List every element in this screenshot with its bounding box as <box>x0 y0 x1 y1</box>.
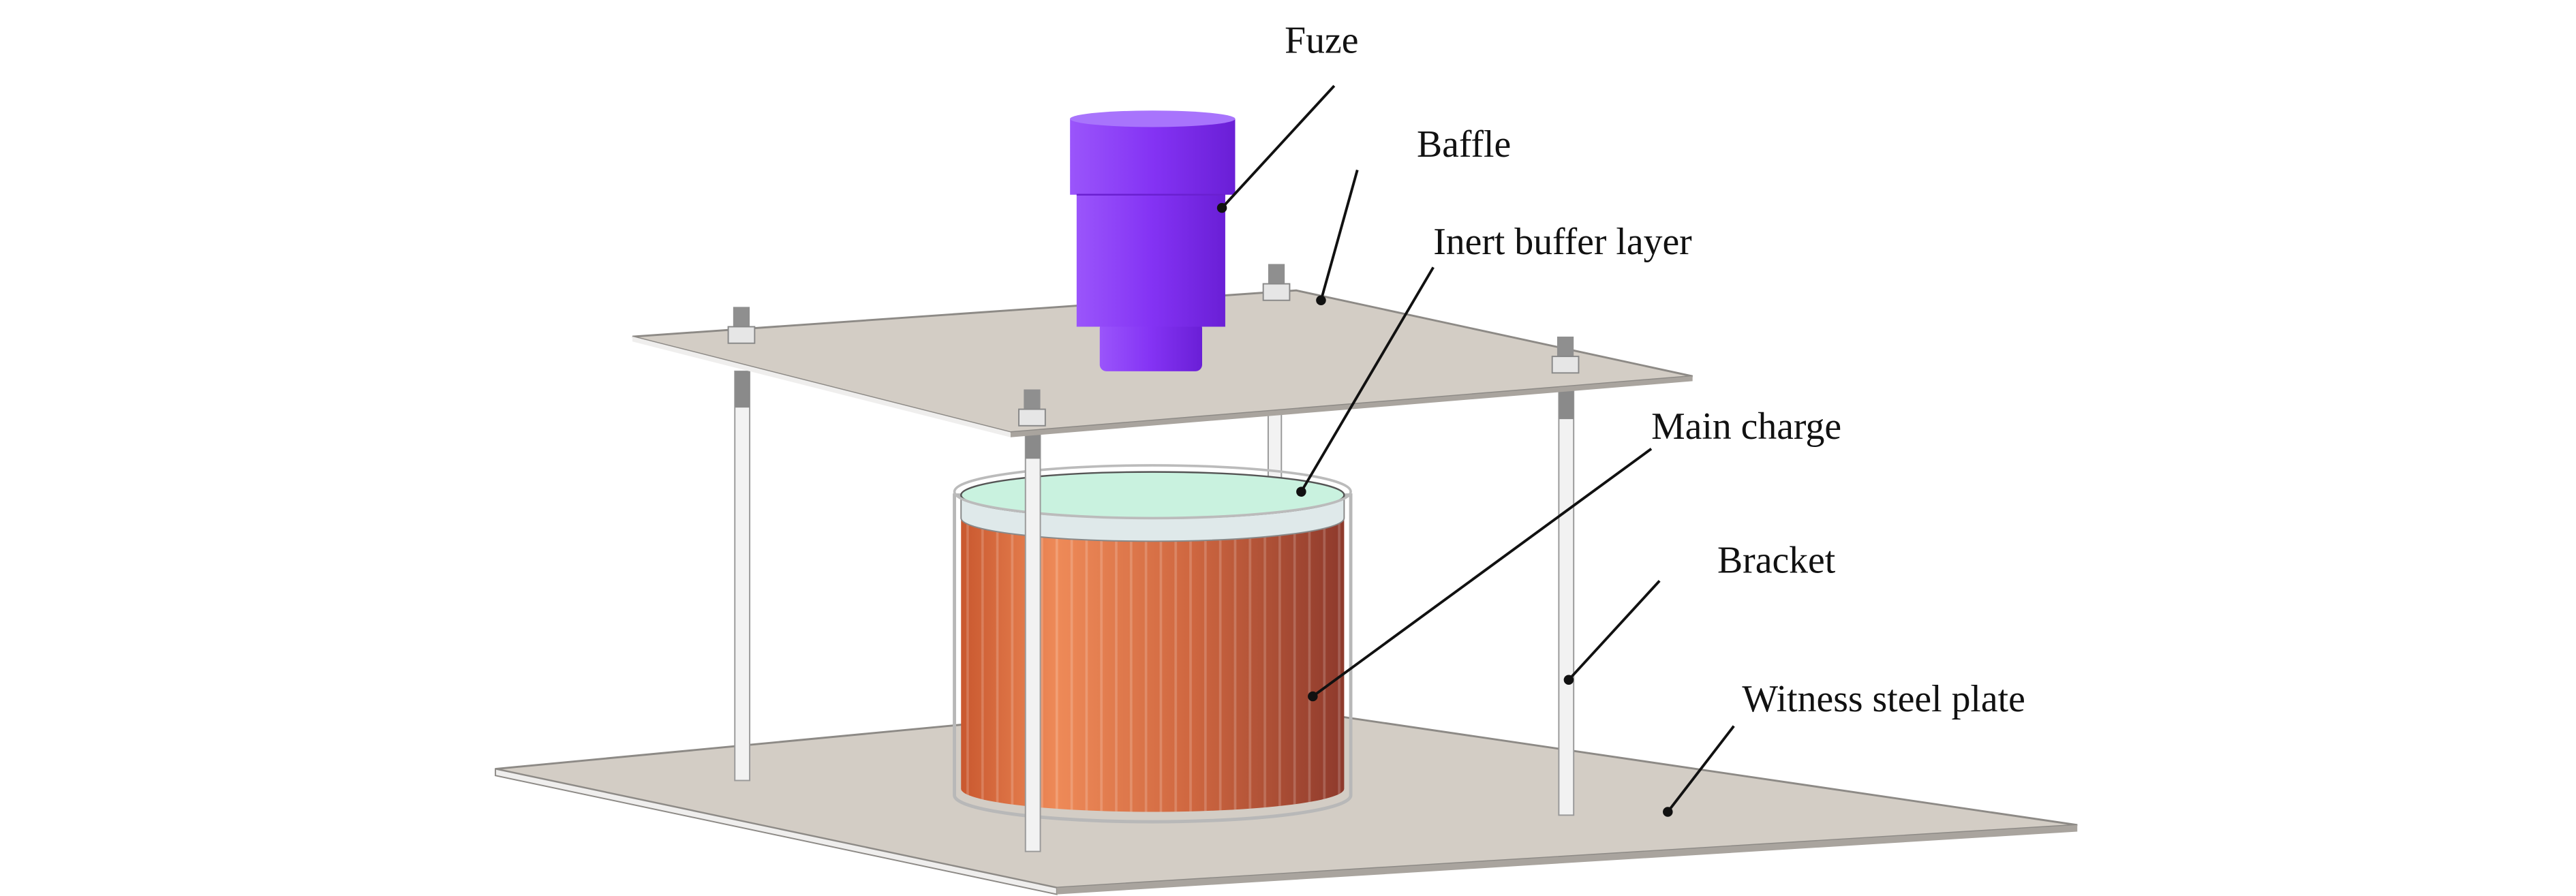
label-bracket: Bracket <box>1717 539 1836 581</box>
label-fuze: Fuze <box>1285 20 1358 62</box>
bolt-nuts <box>727 264 1580 427</box>
bracket-rod-left <box>734 370 751 782</box>
label-baffle: Baffle <box>1417 123 1511 166</box>
bracket-rod-front <box>1024 412 1041 852</box>
label-main-charge: Main charge <box>1651 405 1841 448</box>
main-charge-cylinder <box>953 493 1353 824</box>
leader-lines <box>1216 84 1735 817</box>
bracket-rod-right <box>1558 375 1575 816</box>
fuze <box>1070 110 1236 371</box>
label-inert-buffer-layer: Inert buffer layer <box>1433 221 1692 263</box>
label-witness-steel-plate: Witness steel plate <box>1742 678 2025 720</box>
inert-buffer-layer <box>953 464 1352 520</box>
